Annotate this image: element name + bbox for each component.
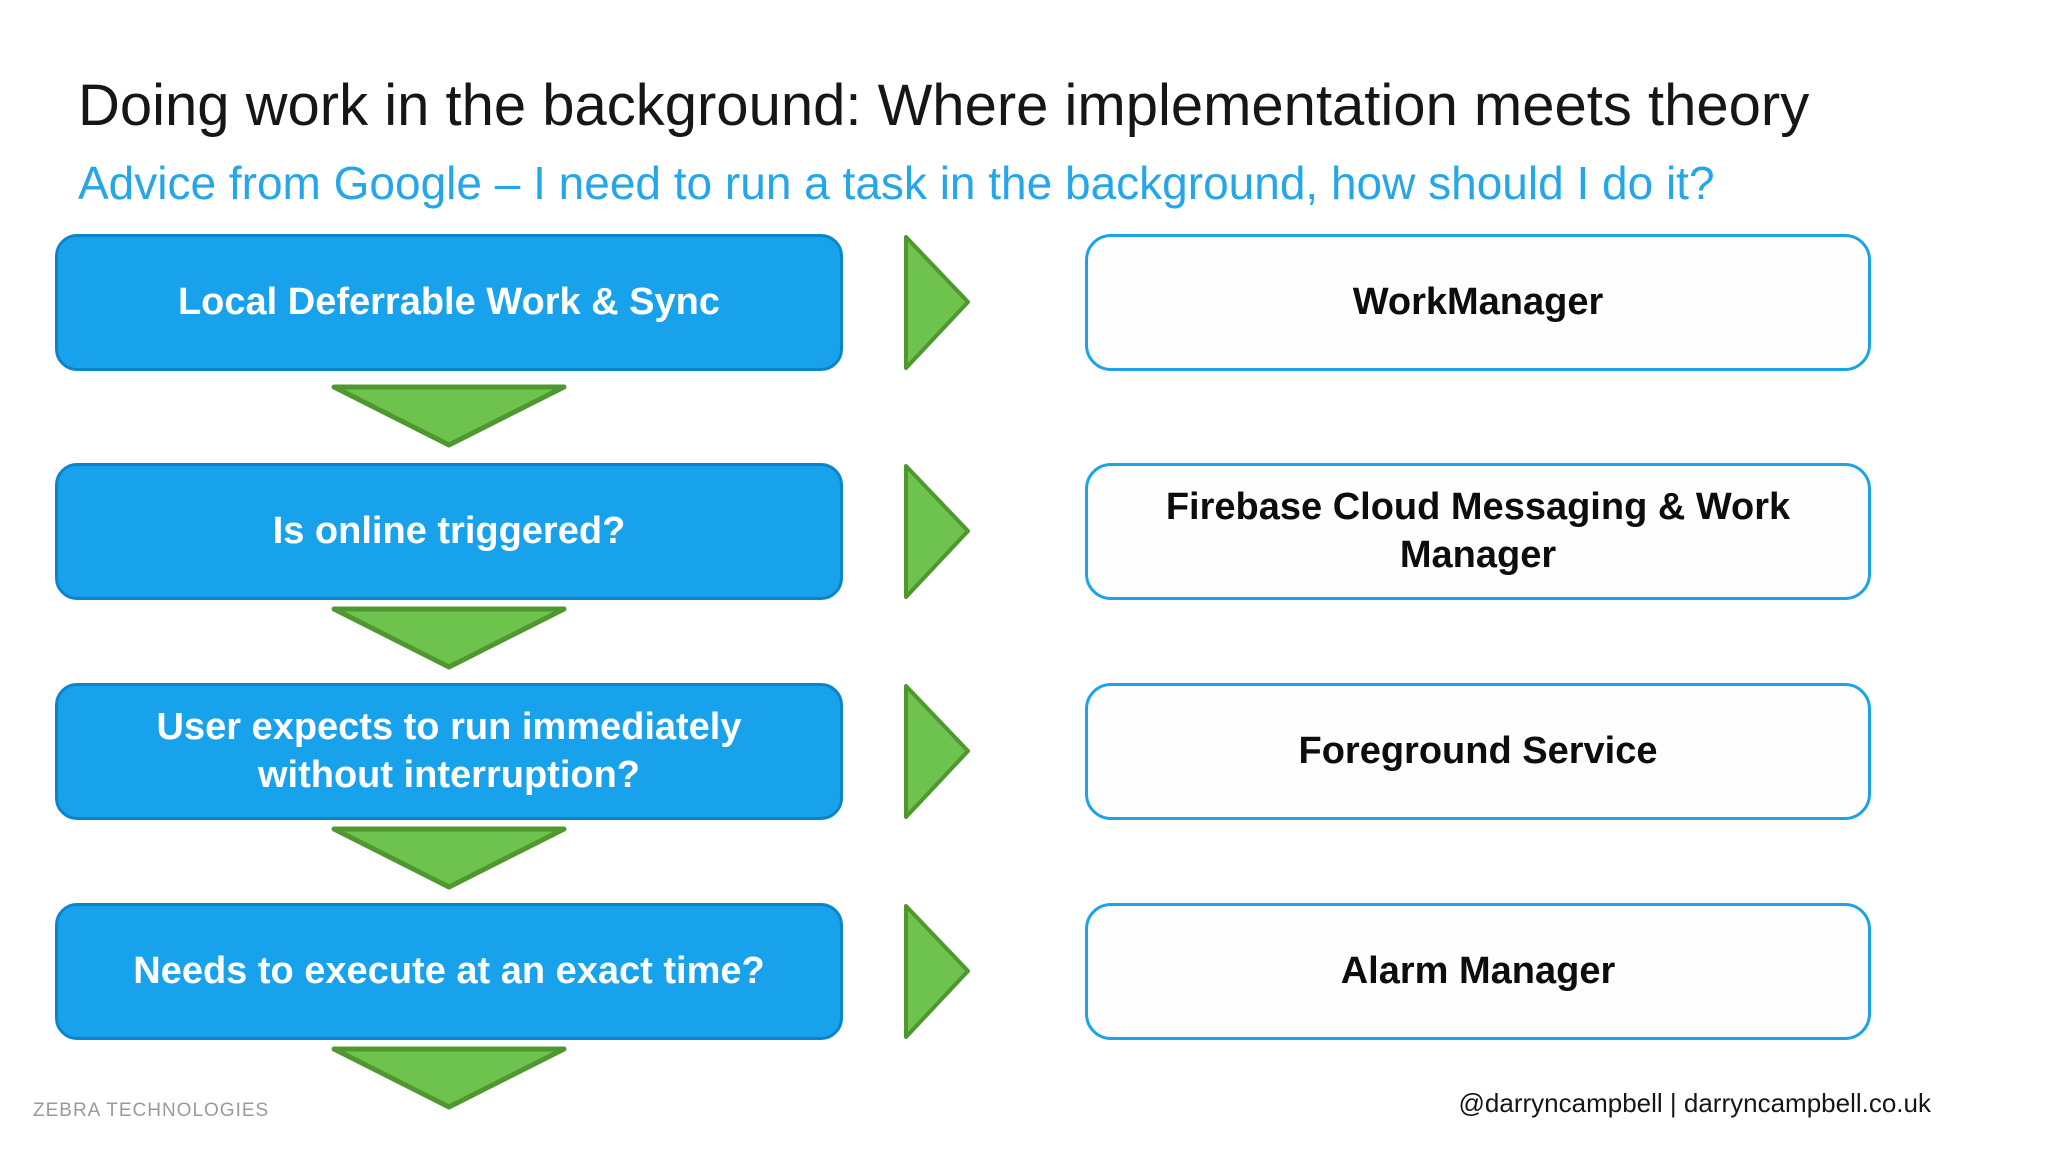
arrow-right-icon: [903, 463, 971, 600]
footer-brand: ZEBRA TECHNOLOGIES: [33, 1100, 270, 1121]
arrow-down-icon: [330, 605, 568, 671]
page-subtitle: Advice from Google – I need to run a tas…: [78, 157, 1715, 209]
answer-label: WorkManager: [1352, 280, 1604, 323]
answer-label: Firebase Cloud Messaging & Work Manager: [1165, 486, 1791, 576]
answer-box: WorkManager: [1085, 234, 1871, 371]
question-label: Local Deferrable Work & Sync: [177, 280, 721, 323]
arrow-down-icon: [330, 1045, 568, 1111]
page-title: Doing work in the background: Where impl…: [78, 73, 1810, 138]
question-label: User expects to run immediately without …: [156, 706, 742, 796]
question-label: Needs to execute at an exact time?: [133, 949, 765, 992]
arrow-right-icon: [903, 683, 971, 820]
arrow-down-icon: [330, 825, 568, 891]
footer-author: @darryncampbell | darryncampbell.co.uk: [1458, 1088, 1931, 1118]
answer-box: Firebase Cloud Messaging & Work Manager: [1085, 463, 1871, 600]
arrow-down-icon: [330, 383, 568, 449]
flow-row: Needs to execute at an exact time? Alarm…: [0, 903, 2048, 1040]
answer-label: Alarm Manager: [1340, 949, 1616, 992]
answer-box: Alarm Manager: [1085, 903, 1871, 1040]
question-label: Is online triggered?: [272, 509, 626, 552]
arrow-right-icon: [903, 234, 971, 371]
answer-label: Foreground Service: [1298, 729, 1658, 772]
flow-row: Local Deferrable Work & Sync WorkManager: [0, 234, 2048, 371]
answer-box: Foreground Service: [1085, 683, 1871, 820]
question-box: Needs to execute at an exact time?: [55, 903, 843, 1040]
arrow-right-icon: [903, 903, 971, 1040]
flow-row: Is online triggered? Firebase Cloud Mess…: [0, 463, 2048, 600]
question-box: Local Deferrable Work & Sync: [55, 234, 843, 371]
question-box: Is online triggered?: [55, 463, 843, 600]
question-box: User expects to run immediately without …: [55, 683, 843, 820]
flow-row: User expects to run immediately without …: [0, 683, 2048, 820]
